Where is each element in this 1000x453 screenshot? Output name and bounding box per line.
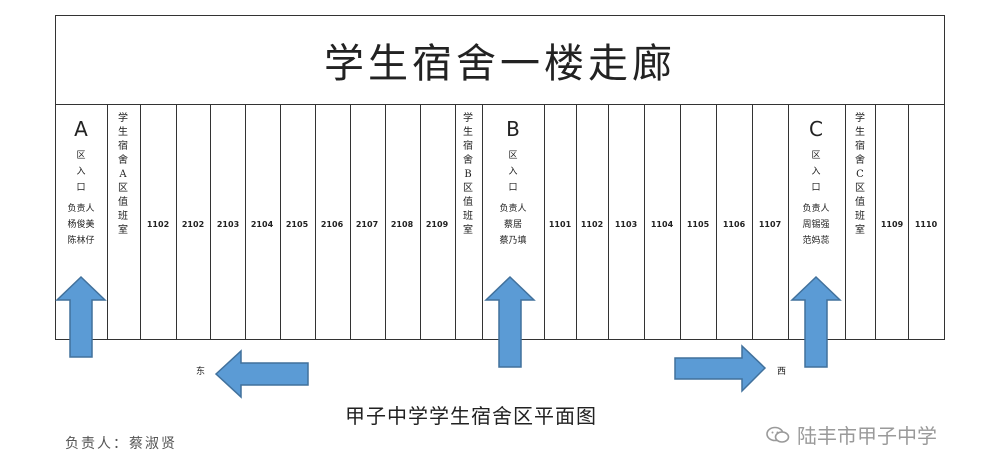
cell-divider: [752, 105, 753, 340]
room-number: 1106: [722, 220, 746, 229]
room-number: 1110: [914, 220, 938, 229]
room-number: 1109: [880, 220, 904, 229]
footnote: 负责人：蔡淑贤: [65, 436, 177, 452]
zone-a-owner-name: 陈林仔: [67, 236, 95, 246]
zone-a-owner-label: 负责人: [67, 204, 95, 214]
cell-divider: [788, 105, 789, 340]
zone-a-label: 区 入 口: [76, 151, 86, 193]
cell-divider: [608, 105, 609, 340]
zone-c-owner-name: 周锡强: [802, 220, 830, 230]
cell-divider: [350, 105, 351, 340]
entrance-c-arrow-icon: [790, 275, 842, 368]
entrance-b-arrow-icon: [484, 275, 536, 368]
cell-divider: [716, 105, 717, 340]
cell-divider: [544, 105, 545, 340]
room-number: 2102: [181, 220, 205, 229]
cell-divider: [176, 105, 177, 340]
watermark: 陆丰市甲子中学: [765, 420, 937, 449]
zone-b-owner-name: 蔡乃填: [499, 236, 527, 246]
room-number: 1101: [548, 220, 572, 229]
room-number: 2106: [320, 220, 344, 229]
zone-b-letter: B: [506, 117, 520, 141]
room-number: 2105: [285, 220, 309, 229]
duty-room-a: 学 生 宿 舍 A 区 值 班 室: [118, 113, 128, 236]
cell-divider: [576, 105, 577, 340]
zone-c-owner-name: 范妈蕊: [802, 236, 830, 246]
zone-b-owner-label: 负责人: [499, 204, 527, 214]
room-number: 1102: [580, 220, 604, 229]
zone-c-owner-label: 负责人: [802, 204, 830, 214]
cell-divider: [210, 105, 211, 340]
wechat-icon: [766, 426, 790, 443]
east-arrow-icon: [214, 349, 309, 399]
room-number: 1104: [650, 220, 674, 229]
cell-divider: [420, 105, 421, 340]
plan-caption: 甲子中学学生宿舍区平面图: [345, 404, 597, 428]
cell-divider: [482, 105, 483, 340]
cell-divider: [680, 105, 681, 340]
room-number: 1103: [614, 220, 638, 229]
direction-east-label: 东: [196, 367, 206, 377]
zone-a-owner-name: 杨俊美: [67, 220, 95, 230]
duty-room-c: 学 生 宿 舍 C 区 值 班 室: [855, 113, 865, 236]
room-number: 1105: [686, 220, 710, 229]
duty-room-b: 学 生 宿 舍 B 区 值 班 室: [463, 113, 473, 236]
room-number: 2103: [216, 220, 240, 229]
west-arrow-icon: [674, 344, 767, 393]
room-number: 2108: [390, 220, 414, 229]
entrance-a-arrow-icon: [55, 275, 107, 358]
room-number: 1102: [146, 220, 170, 229]
room-number: 2104: [250, 220, 274, 229]
direction-west-label: 西: [777, 367, 787, 377]
cell-divider: [644, 105, 645, 340]
cell-divider: [245, 105, 246, 340]
room-number: 2107: [355, 220, 379, 229]
room-number: 1107: [758, 220, 782, 229]
cell-divider: [455, 105, 456, 340]
watermark-text: 陆丰市甲子中学: [797, 424, 937, 448]
cell-divider: [385, 105, 386, 340]
zone-b-owner-name: 蔡居: [503, 220, 522, 230]
cell-divider: [908, 105, 909, 340]
zone-c-label: 区 入 口: [811, 151, 821, 193]
room-number: 2109: [425, 220, 449, 229]
zone-b-label: 区 入 口: [508, 151, 518, 193]
cell-divider: [140, 105, 141, 340]
corridor-title: 学生宿舍一楼走廊: [55, 15, 945, 105]
zone-a-letter: A: [74, 117, 88, 141]
cell-divider: [280, 105, 281, 340]
cell-divider: [875, 105, 876, 340]
zone-c-letter: C: [809, 117, 823, 141]
cell-divider: [315, 105, 316, 340]
cell-divider: [845, 105, 846, 340]
cell-divider: [107, 105, 108, 340]
